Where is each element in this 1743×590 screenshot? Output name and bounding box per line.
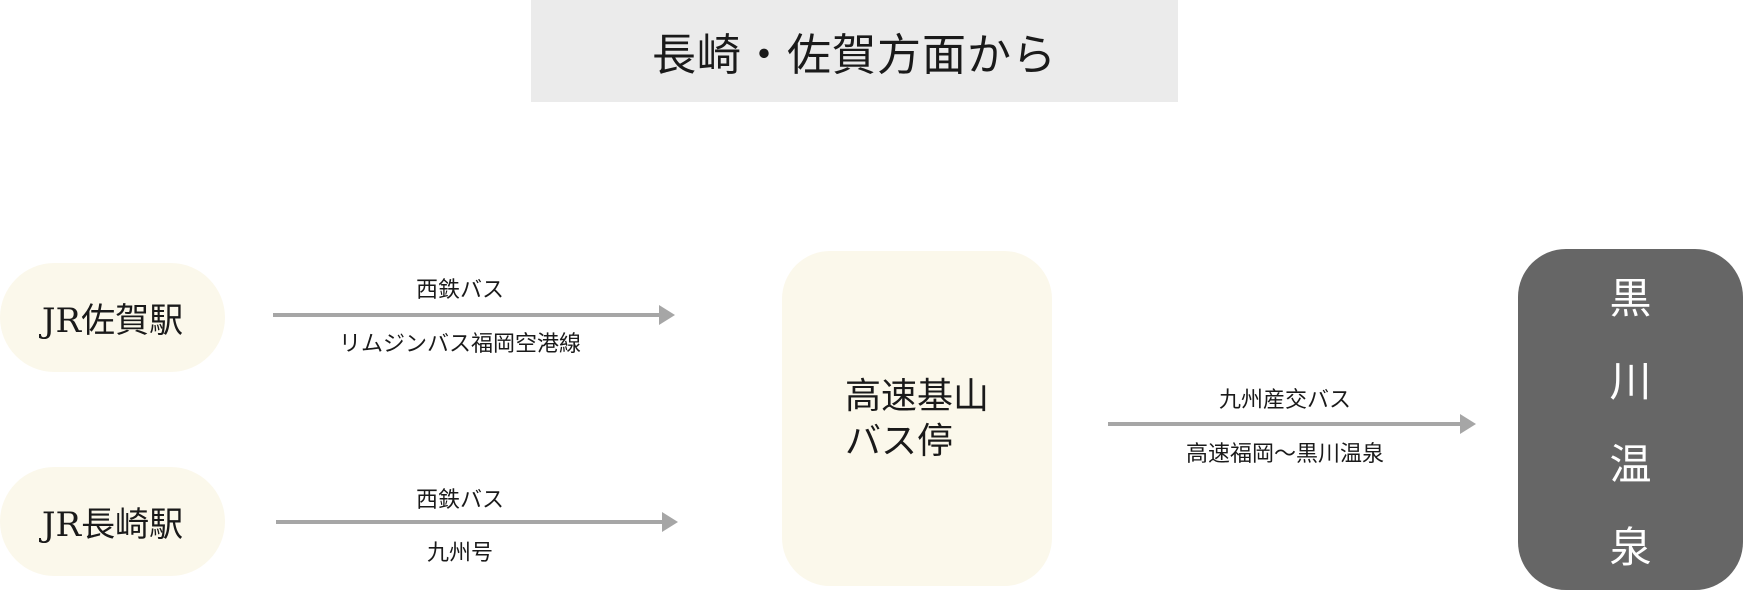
route-3-operator: 九州産交バス	[1218, 388, 1352, 413]
dest-char-2: 川	[1609, 356, 1652, 406]
route-3-line: 高速福岡〜黒川温泉	[1185, 442, 1385, 467]
hub-label-line1: 高速基山	[844, 375, 989, 417]
route-1-line: リムジンバス福岡空港線	[338, 332, 582, 357]
node-jr-saga-station: JR佐賀駅	[0, 263, 225, 372]
node-jr-nagasaki-station: JR長崎駅	[0, 467, 225, 576]
route-2-line: 九州号	[426, 541, 494, 566]
route-1-operator: 西鉄バス	[415, 278, 505, 303]
dest-char-1: 黒	[1609, 273, 1652, 323]
node-kosoku-kiyama-bus-stop: 高速基山 バス停	[782, 251, 1052, 586]
route-3-arrow-icon	[1108, 414, 1476, 434]
route-2-arrow-icon	[276, 512, 678, 532]
dest-char-4: 泉	[1609, 522, 1652, 572]
dest-char-3: 温	[1609, 439, 1652, 489]
hub-label-line2: バス停	[844, 420, 953, 462]
route-2-operator: 西鉄バス	[415, 488, 505, 513]
route-1-arrow-icon	[273, 305, 675, 325]
node-kurokawa-onsen: 黒 川 温 泉	[1518, 249, 1743, 590]
page-title: 長崎・佐賀方面から	[531, 0, 1178, 102]
